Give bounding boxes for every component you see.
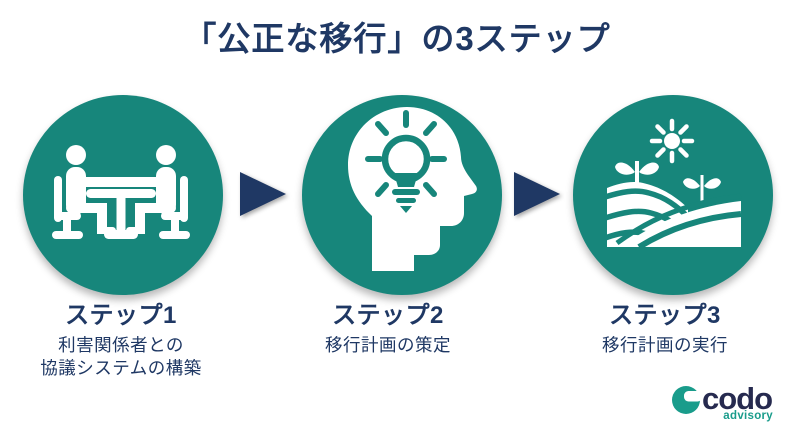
- codo-logo-icon: [672, 386, 700, 414]
- step-1-label-block: ステップ1 利害関係者との 協議システムの構築: [1, 301, 241, 380]
- step-2-desc-line-1: 移行計画の策定: [325, 335, 451, 355]
- codo-logo-tagline: advisory: [723, 410, 773, 422]
- meeting-icon: [52, 145, 190, 239]
- arrow-right-icon-1: [240, 172, 286, 216]
- step-1-desc-line-1: 利害関係者との: [58, 335, 184, 355]
- step-1-heading: ステップ1: [65, 302, 177, 329]
- step-1-desc-line-2: 協議システムの構築: [40, 358, 202, 378]
- page-title: 「公正な移行」の3ステップ: [183, 20, 611, 57]
- step-3-label-block: ステップ3 移行計画の実行: [545, 301, 785, 357]
- arrow-right-icon-2: [514, 172, 560, 216]
- step-1-circle: [23, 95, 223, 295]
- codo-logo-text: codo: [702, 381, 773, 416]
- step-3-desc-line-1: 移行計画の実行: [602, 335, 728, 355]
- step-2-description: 移行計画の策定: [268, 334, 508, 357]
- step-1-description: 利害関係者との 協議システムの構築: [1, 334, 241, 380]
- step-3-heading: ステップ3: [609, 302, 721, 329]
- field-icon: [604, 118, 742, 250]
- codo-logo: codo advisory: [670, 381, 780, 426]
- idea-head-icon: [348, 107, 477, 271]
- step-3-description: 移行計画の実行: [545, 334, 785, 357]
- step-2-heading: ステップ2: [332, 302, 444, 329]
- step-3-circle: [573, 95, 773, 295]
- step-2-circle: [302, 95, 502, 295]
- step-2-label-block: ステップ2 移行計画の策定: [268, 301, 508, 357]
